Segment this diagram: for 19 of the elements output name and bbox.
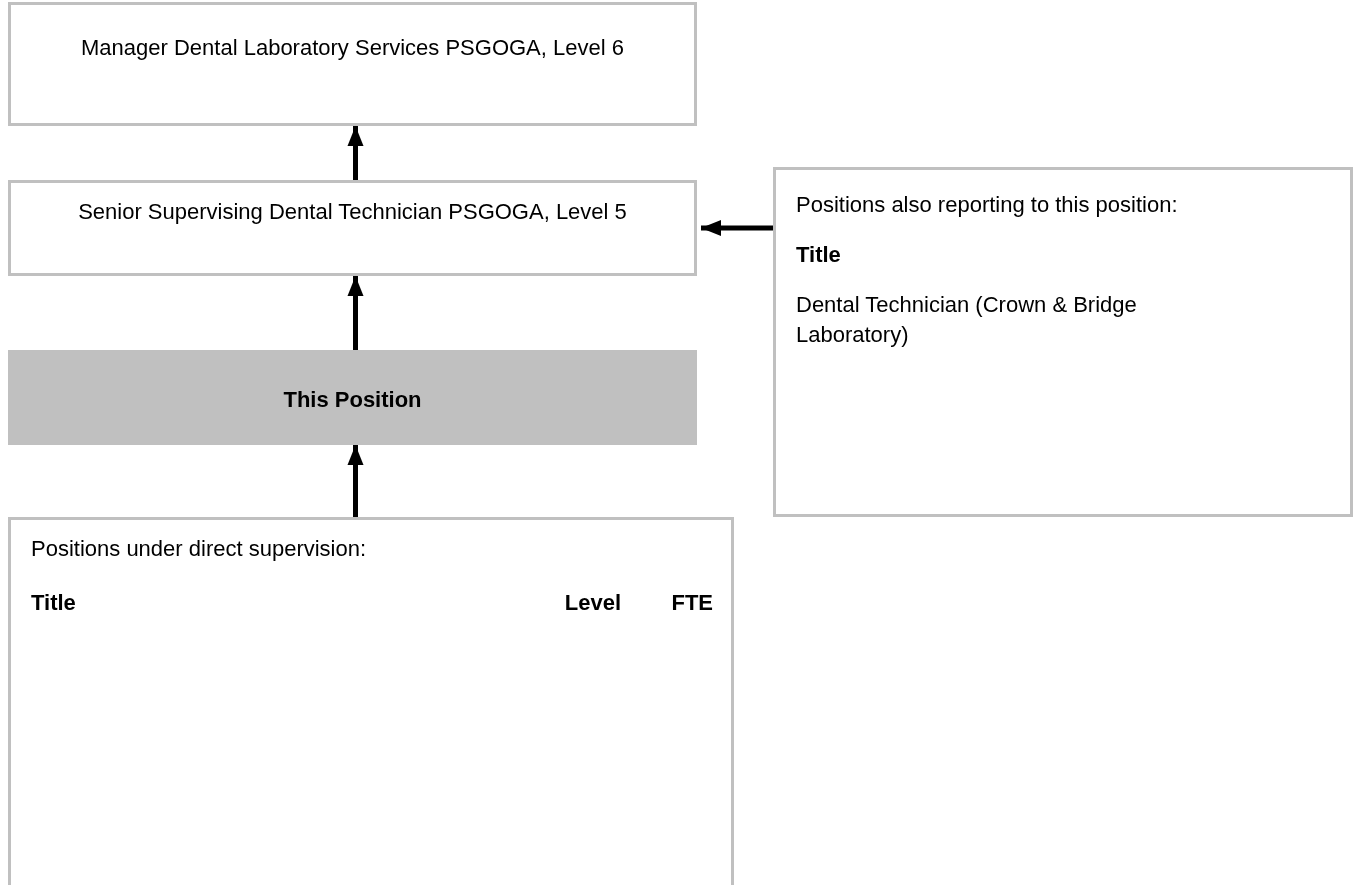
panel-heading: Positions also reporting to this position: xyxy=(796,191,1179,219)
column-header: Level xyxy=(563,589,621,617)
arrow xyxy=(347,276,364,350)
position-box xyxy=(8,180,697,276)
column-header: Title xyxy=(796,241,842,269)
position-title: This Position xyxy=(282,386,423,414)
panel-heading: Positions under direct supervision: xyxy=(31,535,368,563)
arrow xyxy=(347,126,364,180)
position-title: Senior Supervising Dental Technician PSGOGA, Level 5 xyxy=(77,198,628,226)
current-position-box xyxy=(8,350,697,445)
supervision-panel xyxy=(8,517,734,885)
arrow xyxy=(347,445,364,517)
column-header: Title xyxy=(31,589,77,617)
position-box xyxy=(8,2,697,126)
reporting-panel xyxy=(773,167,1353,517)
position-title: Manager Dental Laboratory Services PSGOGA, Level 6 xyxy=(80,34,625,62)
table-cell-text: Dental Technician (Crown & Bridge Laboratory) xyxy=(796,291,1138,349)
column-header: FTE xyxy=(670,589,713,617)
arrow xyxy=(701,220,773,236)
